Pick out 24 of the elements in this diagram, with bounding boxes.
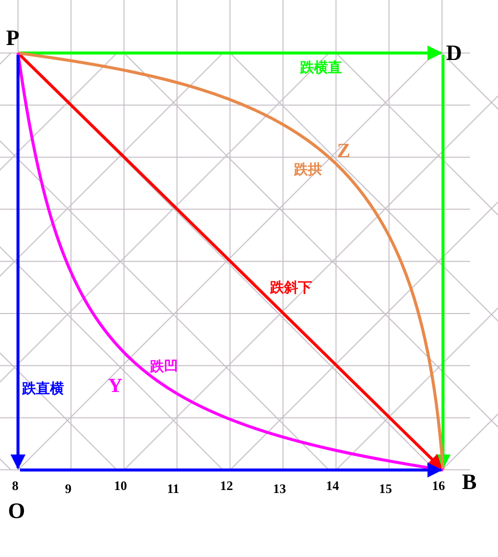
axis-tick-label: 10 <box>114 478 127 494</box>
axis-tick-label: 11 <box>167 481 180 497</box>
point-letter: O <box>8 500 26 522</box>
path-line <box>20 46 442 60</box>
point-letter: B <box>462 471 477 493</box>
edge-label: 跌直横 <box>22 380 64 398</box>
point-letter: D <box>446 42 462 64</box>
point-letter: Y <box>108 375 122 398</box>
edge-label: 跌斜下 <box>270 279 312 297</box>
edge-label: 跌拱 <box>294 161 322 179</box>
path-line <box>20 462 442 478</box>
axis-tick-label: 8 <box>12 478 18 494</box>
path-line <box>436 55 450 470</box>
edge-label: 跌凹 <box>150 358 178 376</box>
point-letter: P <box>6 27 20 49</box>
axis-tick-label: 16 <box>432 478 445 494</box>
path-line <box>10 55 26 470</box>
point-letter: Z <box>337 140 350 163</box>
axis-tick-label: 13 <box>273 481 286 497</box>
axis-tick-label: 15 <box>379 481 392 497</box>
axis-tick-label: 12 <box>220 478 233 494</box>
edge-label: 跌横直 <box>300 59 342 77</box>
axis-tick-label: 9 <box>65 481 72 497</box>
axis-tick-label: 14 <box>326 478 339 494</box>
